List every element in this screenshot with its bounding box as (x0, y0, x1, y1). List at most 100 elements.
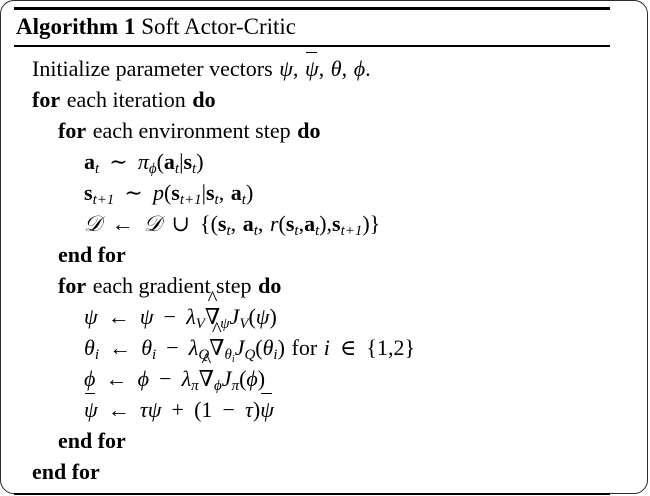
each-gradient-step-text: each gradient step (92, 273, 252, 298)
sym-lambda: λ (188, 335, 199, 360)
paren-close: ) (252, 397, 261, 422)
paren-close: ) (319, 211, 327, 236)
op-sim: ∼ (109, 149, 128, 174)
paren-close: ) (269, 304, 277, 329)
paren-close: ) (277, 335, 285, 360)
sub-theta: θ (224, 347, 232, 364)
algorithm-block: Algorithm 1 Soft Actor-Critic Initialize… (14, 0, 610, 495)
sym-pi: π (137, 149, 149, 174)
sub-t: t (192, 161, 197, 178)
sub-V: V (195, 316, 205, 333)
line-update-psi: ψ←ψ−λV∇ψJV(ψ) (14, 301, 610, 332)
sym-tau: τ (139, 397, 148, 422)
sub-t-plus-1: t+1 (340, 223, 363, 240)
rule-under-caption (14, 45, 610, 47)
num-two: 2 (393, 335, 405, 360)
sub-V: V (239, 316, 249, 333)
brace-open: { (366, 335, 377, 360)
sub-i: i (231, 354, 235, 366)
kw-for: for (58, 118, 87, 143)
sep-comma: , (230, 211, 237, 236)
sym-phi: ϕ (353, 56, 366, 81)
sym-s: s (332, 211, 341, 236)
sub-i: i (152, 347, 157, 364)
paren-close: ) (245, 180, 254, 205)
sub-t-plus-1: t+1 (179, 192, 202, 209)
rule-top (14, 7, 610, 10)
line-buffer-update: 𝒟←𝒟∪{(st,at,r(st,at),st+1)} (14, 208, 610, 239)
sym-phi: ϕ (246, 366, 258, 391)
sym-theta: θ (330, 56, 342, 81)
num-one: 1 (201, 397, 213, 422)
sub-i: i (94, 347, 99, 364)
sym-a: a (84, 149, 95, 174)
sym-cal-D: 𝒟 (84, 212, 102, 237)
paren-open: ( (210, 211, 218, 236)
paren-open: ( (255, 335, 263, 360)
sym-i: i (323, 335, 330, 360)
line-sample-next-state: st+1∼p(st+1|st,at) (14, 177, 610, 208)
sub-pi: π (231, 378, 240, 395)
sym-psi-bar: ψ (260, 393, 274, 425)
sep-comma-3: , (341, 56, 348, 81)
line-end-for-iteration: end for (14, 456, 610, 487)
brace-open: { (200, 211, 211, 236)
paren-close: ) (257, 366, 266, 391)
for-text: for (291, 335, 318, 360)
sym-theta: θ (262, 335, 274, 360)
caption-keyword: Algorithm (16, 14, 119, 39)
paren-open: ( (156, 149, 164, 174)
op-minus: − (166, 335, 179, 360)
sub-t: t (253, 223, 258, 240)
sym-cal-D: 𝒟 (143, 212, 162, 237)
paren-open: ( (239, 366, 247, 391)
sep-comma: , (326, 211, 333, 236)
kw-for: for (58, 273, 87, 298)
sub-t: t (226, 223, 231, 240)
sym-a: a (163, 149, 175, 174)
line-end-for-gradient-step: end for (14, 425, 610, 456)
op-plus: + (171, 397, 184, 422)
op-minus: − (159, 366, 172, 391)
sub-phi: ϕ (214, 378, 222, 395)
brace-close: } (404, 335, 416, 360)
sym-phi: ϕ (84, 366, 96, 391)
sub-t-plus-1: t+1 (92, 192, 115, 209)
sym-s: s (205, 180, 215, 205)
sym-s: s (183, 149, 193, 174)
paren-open: ( (163, 180, 172, 205)
caption-number: 1 (123, 14, 136, 39)
op-minus: − (222, 397, 235, 422)
sym-phi: ϕ (137, 366, 149, 391)
op-mid: | (179, 149, 184, 174)
sym-lambda: λ (186, 304, 196, 329)
sep-period: . (365, 56, 371, 81)
kw-end-for: end for (58, 428, 126, 453)
line-update-target-psi: ψ←τψ+(1−τ)ψ (14, 393, 610, 425)
sym-J: J (234, 335, 245, 360)
sym-psi: ψ (279, 56, 293, 81)
sym-a: a (230, 180, 242, 205)
initialize-text: Initialize parameter vectors (32, 56, 273, 81)
sym-tau: τ (245, 397, 253, 422)
sym-psi-bar: ψ (305, 52, 319, 84)
sep-comma: , (218, 180, 225, 205)
sub-Q: Q (244, 347, 256, 364)
paren-open: ( (278, 211, 286, 236)
sub-t: t (294, 223, 299, 240)
op-gets: ← (109, 335, 132, 360)
sep-comma-2: , (318, 56, 325, 81)
kw-do: do (258, 273, 282, 298)
kw-for: for (32, 87, 61, 112)
kw-end-for: end for (58, 242, 126, 267)
line-sample-action: at∼πϕ(at|st) (14, 146, 610, 177)
sym-hat-nabla: ∇ (199, 363, 214, 394)
op-gets: ← (111, 211, 134, 236)
sub-t: t (241, 192, 246, 209)
sym-hat-nabla: ∇ (209, 332, 224, 363)
caption-title: Soft Actor-Critic (141, 14, 296, 39)
line-end-for-environment-step: end for (14, 239, 610, 270)
